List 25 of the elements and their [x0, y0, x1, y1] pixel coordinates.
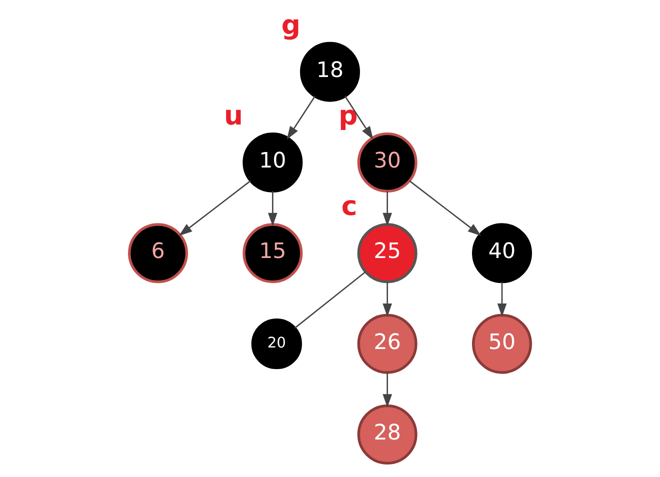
- node-circle: 26: [357, 314, 418, 374]
- node-circle: 6: [128, 223, 188, 284]
- node-label: p: [338, 100, 358, 132]
- connector: [294, 271, 366, 329]
- node-circle: 10: [242, 132, 303, 192]
- node-circle: 40: [472, 223, 532, 284]
- arrow: [497, 282, 507, 317]
- node-label: u: [224, 100, 243, 132]
- node-circle: 20: [251, 318, 302, 370]
- node-label: c: [341, 191, 358, 222]
- arrow: [344, 96, 374, 140]
- node-circle: 30: [357, 132, 418, 192]
- node-circle: 50: [472, 314, 532, 374]
- node-circle: 18: [300, 42, 360, 102]
- arrow: [382, 372, 392, 408]
- arrow: [178, 180, 251, 236]
- node-circle: 28: [357, 404, 418, 464]
- arrow: [286, 96, 316, 140]
- arrow: [409, 180, 482, 236]
- node-circle: 15: [242, 223, 303, 284]
- arrow: [382, 191, 392, 226]
- arrow: [268, 191, 278, 226]
- node-label: g: [281, 10, 300, 41]
- arrow: [382, 282, 392, 317]
- node-circle: 25: [357, 223, 418, 284]
